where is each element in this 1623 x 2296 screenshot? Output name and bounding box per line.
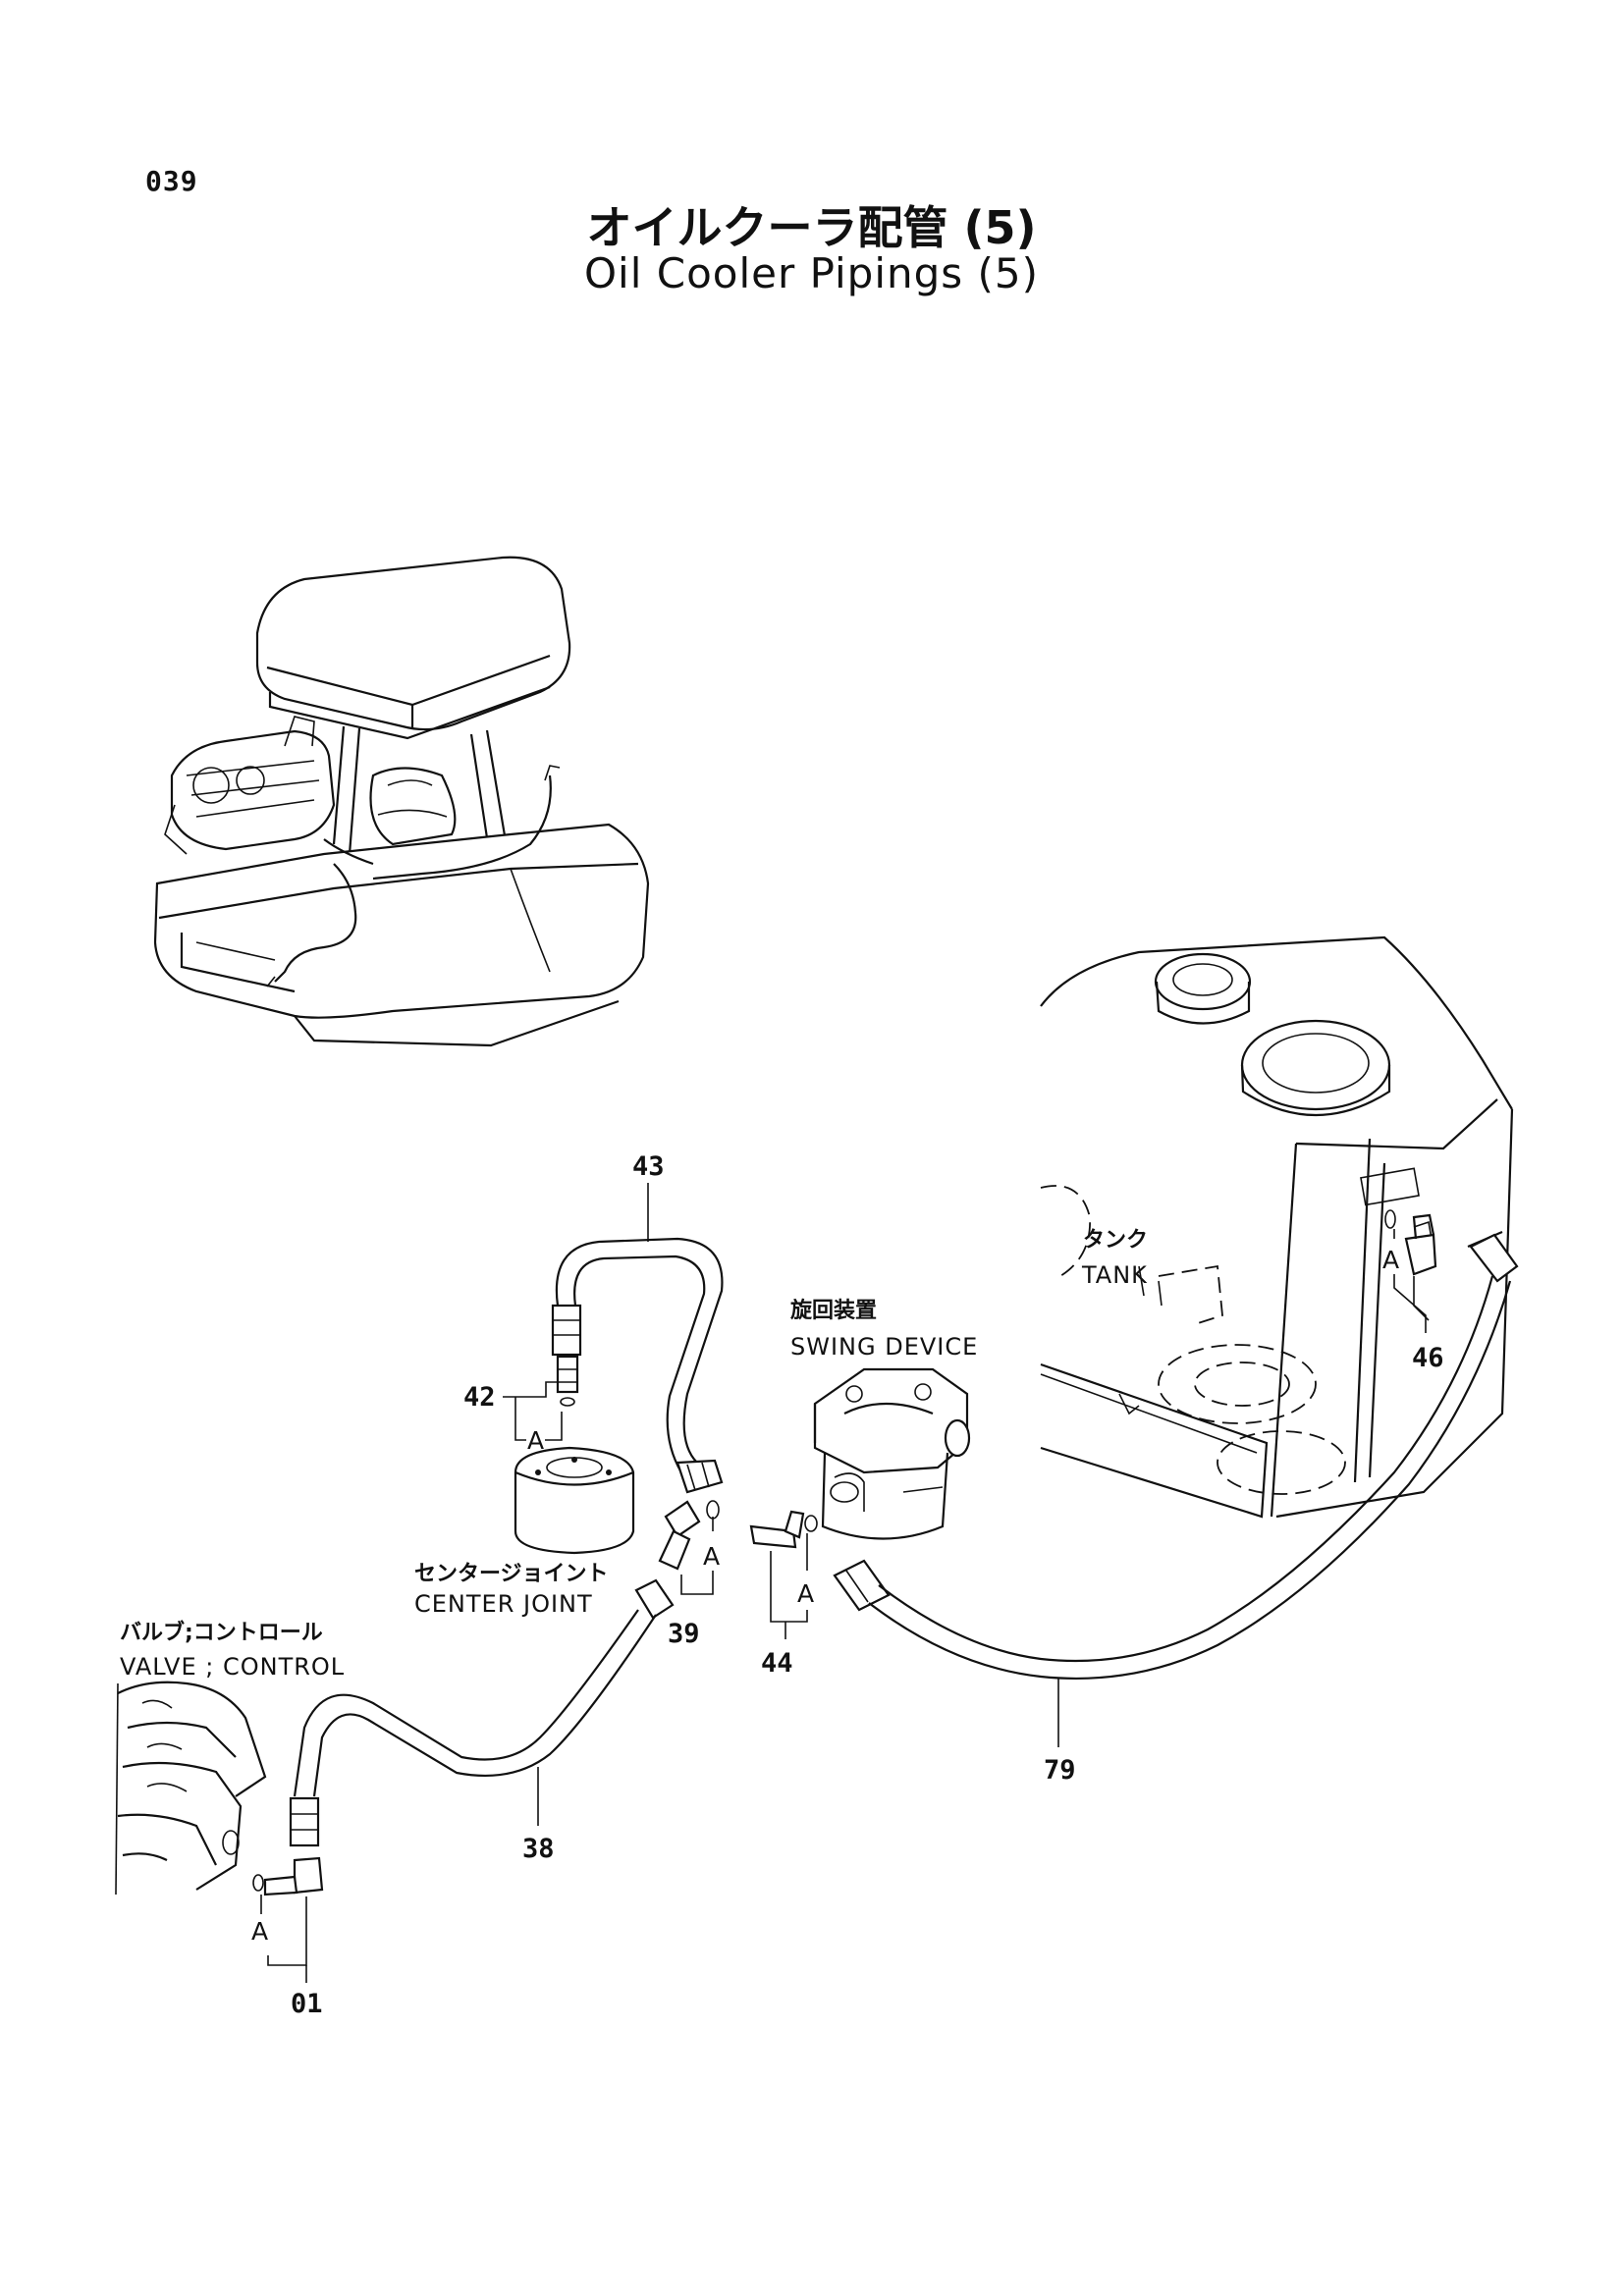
center-joint-label-jp: センタージョイント <box>414 1562 609 1586</box>
fitting-46-elbow <box>1384 1209 1437 1276</box>
component-labels: タンク TANK 旋回装置 SWING DEVICE センタージョイント CEN… <box>120 1228 1148 1681</box>
oring-marker-39: A <box>703 1542 720 1571</box>
hose-43 <box>551 1237 724 1494</box>
oring-marker-44: A <box>797 1579 814 1608</box>
callout-leaders <box>260 1183 1430 1983</box>
oring-markers: A A A A A <box>251 1246 1399 1946</box>
oring-marker-42: A <box>527 1426 544 1455</box>
page-title-english: Oil Cooler Pipings (5) <box>584 249 1039 297</box>
fitting-42-adapter <box>556 1355 579 1407</box>
callout-46: 46 <box>1412 1343 1444 1373</box>
control-valve-illustration <box>115 1681 267 1896</box>
excavator-overview-illustration <box>153 556 650 1047</box>
hydraulic-tank-illustration <box>1040 935 1514 1519</box>
center-joint-illustration <box>514 1446 635 1555</box>
part-callouts: 43 42 39 44 46 79 38 01 <box>291 1151 1444 2019</box>
page-number: 039 <box>145 165 198 197</box>
oring-marker-46: A <box>1382 1246 1399 1274</box>
callout-38: 38 <box>522 1834 555 1864</box>
tank-label-jp: タンク <box>1083 1228 1148 1253</box>
hose-38 <box>289 1578 675 1847</box>
page-title-japanese: オイルクーラ配管 (5) <box>586 201 1037 254</box>
callout-01: 01 <box>291 1989 323 2019</box>
callout-43: 43 <box>632 1151 665 1182</box>
callout-79: 79 <box>1044 1755 1076 1786</box>
swing-device-label-en: SWING DEVICE <box>790 1333 978 1361</box>
swing-device-label-jp: 旋回装置 <box>790 1298 877 1323</box>
oring-marker-01: A <box>251 1917 268 1946</box>
callout-44: 44 <box>761 1648 793 1679</box>
tank-label-en: TANK <box>1081 1261 1148 1289</box>
control-valve-label-jp: バルブ;コントロール <box>120 1620 323 1645</box>
control-valve-label-en: VALVE ; CONTROL <box>120 1653 345 1681</box>
fitting-39-elbow <box>658 1500 720 1571</box>
fitting-01-elbow <box>252 1856 324 1896</box>
center-joint-label-en: CENTER JOINT <box>414 1590 593 1618</box>
swing-device-illustration <box>813 1367 971 1540</box>
callout-39: 39 <box>668 1619 700 1649</box>
callout-42: 42 <box>463 1382 496 1413</box>
fitting-44-tee <box>749 1510 818 1549</box>
hose-79 <box>833 1233 1519 1680</box>
